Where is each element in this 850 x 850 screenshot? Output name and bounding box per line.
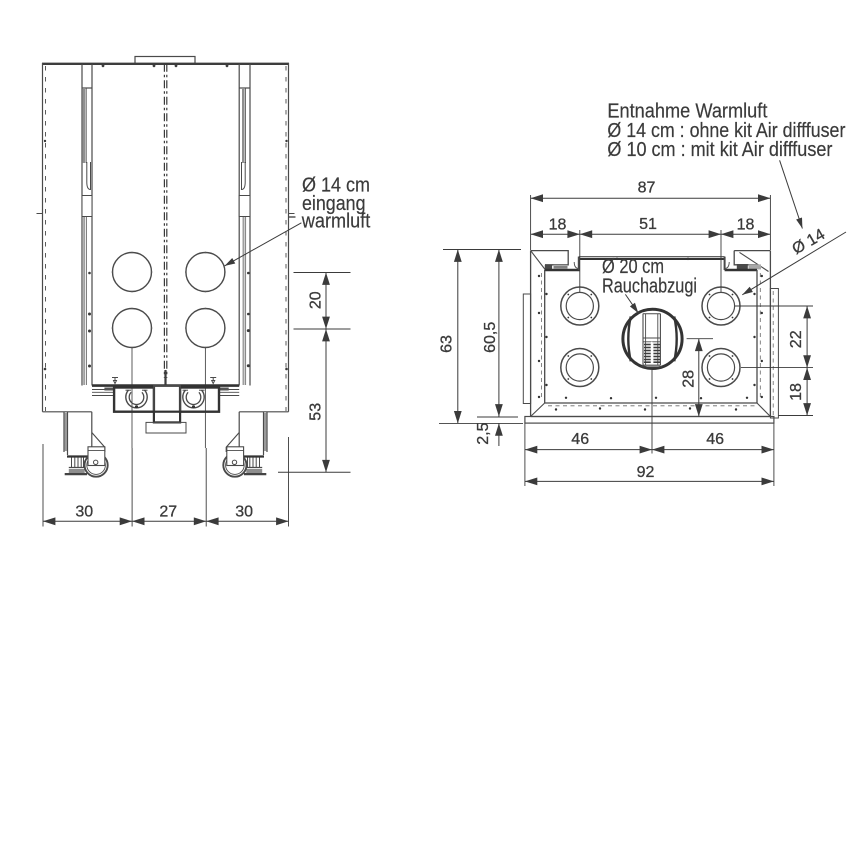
svg-text:18: 18 <box>788 383 805 401</box>
svg-text:Ø 20 cm: Ø 20 cm <box>602 255 664 278</box>
svg-text:87: 87 <box>638 180 656 197</box>
svg-text:46: 46 <box>571 431 589 448</box>
svg-text:22: 22 <box>788 330 805 348</box>
svg-text:Entnahme Warmluft: Entnahme Warmluft <box>607 100 767 123</box>
svg-text:46: 46 <box>706 431 724 448</box>
svg-text:Ø 14 cm : ohne kit Air difffus: Ø 14 cm : ohne kit Air difffuser <box>607 119 845 142</box>
svg-text:92: 92 <box>637 464 655 481</box>
svg-text:2,5: 2,5 <box>475 422 492 444</box>
svg-text:51: 51 <box>639 216 657 233</box>
svg-text:eingang: eingang <box>302 192 366 215</box>
svg-text:63: 63 <box>439 335 456 353</box>
svg-text:18: 18 <box>549 217 567 234</box>
svg-text:53: 53 <box>308 403 325 421</box>
svg-text:18: 18 <box>737 217 755 234</box>
svg-text:30: 30 <box>75 504 93 521</box>
svg-text:60,5: 60,5 <box>482 322 499 353</box>
svg-text:warmluft: warmluft <box>301 210 371 233</box>
svg-text:30: 30 <box>235 504 253 521</box>
svg-text:20: 20 <box>308 291 325 309</box>
svg-text:Ø 14 cm: Ø 14 cm <box>302 174 370 197</box>
svg-text:Rauchabzugi: Rauchabzugi <box>602 275 697 298</box>
svg-text:Ø 14: Ø 14 <box>789 226 828 258</box>
svg-text:28: 28 <box>681 370 698 388</box>
svg-text:27: 27 <box>159 504 177 521</box>
svg-text:Ø 10 cm : mit kit Air difffuse: Ø 10 cm : mit kit Air difffuser <box>607 138 832 161</box>
